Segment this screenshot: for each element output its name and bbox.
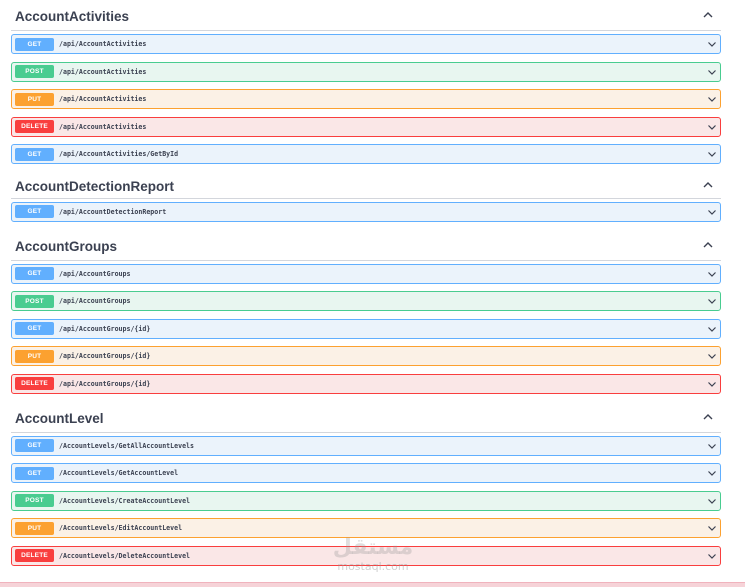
tag-title[interactable]: AccountDetectionReport — [15, 178, 175, 194]
operation-row[interactable]: GET/api/AccountDetectionReport — [11, 201, 721, 222]
operation-path: /api/AccountGroups/{id} — [59, 324, 151, 333]
operation-path: /AccountLevels/GetAccountLevel — [59, 469, 179, 478]
tag-title[interactable]: AccountLevel — [15, 410, 104, 426]
method-badge: GET — [15, 466, 54, 480]
operation-path: /api/AccountActivities — [59, 67, 147, 76]
chevron-down-icon[interactable] — [707, 269, 717, 279]
operation-path: /api/AccountGroups — [59, 297, 131, 306]
operation-path: /api/AccountGroups/{id} — [59, 379, 151, 388]
operation-path: /api/AccountActivities — [59, 40, 147, 48]
operation-row[interactable]: POST/api/AccountActivities — [11, 61, 721, 82]
chevron-down-icon[interactable] — [707, 351, 717, 361]
operation-path: /AccountLevels/DeleteAccountLevel — [59, 551, 191, 560]
chevron-up-icon[interactable] — [702, 180, 714, 190]
operation-row[interactable]: GET/api/AccountGroups — [11, 263, 721, 284]
method-badge: DELETE — [15, 549, 54, 563]
method-badge: GET — [15, 322, 54, 336]
operations-list: GET/api/AccountDetectionReport — [0, 199, 745, 222]
tag-title[interactable]: AccountActivities — [15, 9, 130, 24]
operation-row[interactable]: GET/AccountLevels/GetAllAccountLevels — [11, 435, 721, 456]
method-badge: GET — [15, 147, 54, 161]
chevron-up-icon[interactable] — [702, 240, 714, 250]
operation-row[interactable]: GET/api/AccountGroups/{id} — [11, 318, 721, 339]
chevron-down-icon[interactable] — [707, 523, 717, 533]
operation-path: /api/AccountGroups — [59, 269, 131, 278]
method-badge: GET — [15, 267, 54, 281]
tag-header[interactable]: AccountLevel — [11, 402, 721, 433]
operation-path: /api/AccountActivities/GetById — [59, 150, 179, 159]
chevron-down-icon[interactable] — [707, 441, 717, 451]
chevron-up-icon[interactable] — [702, 10, 714, 20]
chevron-up-icon[interactable] — [702, 412, 714, 422]
method-badge: PUT — [15, 92, 54, 106]
operation-row[interactable]: DELETE/AccountLevels/DeleteAccountLevel — [11, 545, 721, 566]
tag-header[interactable]: AccountActivities — [11, 0, 721, 31]
chevron-down-icon[interactable] — [707, 324, 717, 334]
operation-row[interactable]: GET/AccountLevels/GetAccountLevel — [11, 463, 721, 484]
operation-row[interactable]: PUT/AccountLevels/EditAccountLevel — [11, 518, 721, 539]
operation-path: /api/AccountActivities — [59, 95, 147, 104]
chevron-down-icon[interactable] — [707, 207, 717, 217]
chevron-down-icon[interactable] — [707, 39, 717, 49]
chevron-down-icon[interactable] — [707, 468, 717, 478]
tag-header[interactable]: AccountGroups — [11, 230, 721, 261]
chevron-down-icon[interactable] — [707, 296, 717, 306]
tag-title[interactable]: AccountGroups — [15, 238, 118, 254]
operation-row[interactable]: GET/api/AccountActivities/GetById — [11, 144, 721, 165]
chevron-down-icon[interactable] — [707, 94, 717, 104]
method-badge: GET — [15, 205, 54, 219]
chevron-down-icon[interactable] — [707, 149, 717, 159]
operation-path: /api/AccountActivities — [59, 122, 147, 131]
operation-row[interactable]: DELETE/api/AccountActivities — [11, 116, 721, 137]
chevron-down-icon[interactable] — [707, 496, 717, 506]
method-badge: PUT — [15, 349, 54, 363]
method-badge: POST — [15, 494, 54, 508]
tag-header[interactable]: AccountDetectionReport — [11, 172, 721, 199]
operation-path: /AccountLevels/CreateAccountLevel — [59, 496, 191, 505]
operation-path: /api/AccountDetectionReport — [59, 207, 167, 216]
method-badge: DELETE — [15, 120, 54, 134]
chevron-down-icon[interactable] — [707, 122, 717, 132]
operation-path: /api/AccountGroups/{id} — [59, 352, 151, 361]
operation-row[interactable]: DELETE/api/AccountGroups/{id} — [11, 373, 721, 394]
method-badge: POST — [15, 65, 54, 79]
method-badge: DELETE — [15, 377, 54, 391]
method-badge: PUT — [15, 521, 54, 535]
chevron-down-icon[interactable] — [707, 379, 717, 389]
operation-row[interactable]: PUT/api/AccountActivities — [11, 89, 721, 110]
method-badge: GET — [15, 37, 54, 51]
operation-row[interactable]: POST/api/AccountGroups — [11, 291, 721, 312]
method-badge: GET — [15, 439, 54, 453]
chevron-down-icon[interactable] — [707, 67, 717, 77]
method-badge: POST — [15, 294, 54, 308]
chevron-down-icon[interactable] — [707, 551, 717, 561]
next-operation-strip — [0, 582, 745, 587]
operation-row[interactable]: GET/api/AccountActivities — [11, 34, 721, 54]
operation-row[interactable]: PUT/api/AccountGroups/{id} — [11, 346, 721, 367]
operation-path: /AccountLevels/EditAccountLevel — [59, 524, 183, 533]
operation-row[interactable]: POST/AccountLevels/CreateAccountLevel — [11, 490, 721, 511]
operation-path: /AccountLevels/GetAllAccountLevels — [59, 441, 194, 450]
